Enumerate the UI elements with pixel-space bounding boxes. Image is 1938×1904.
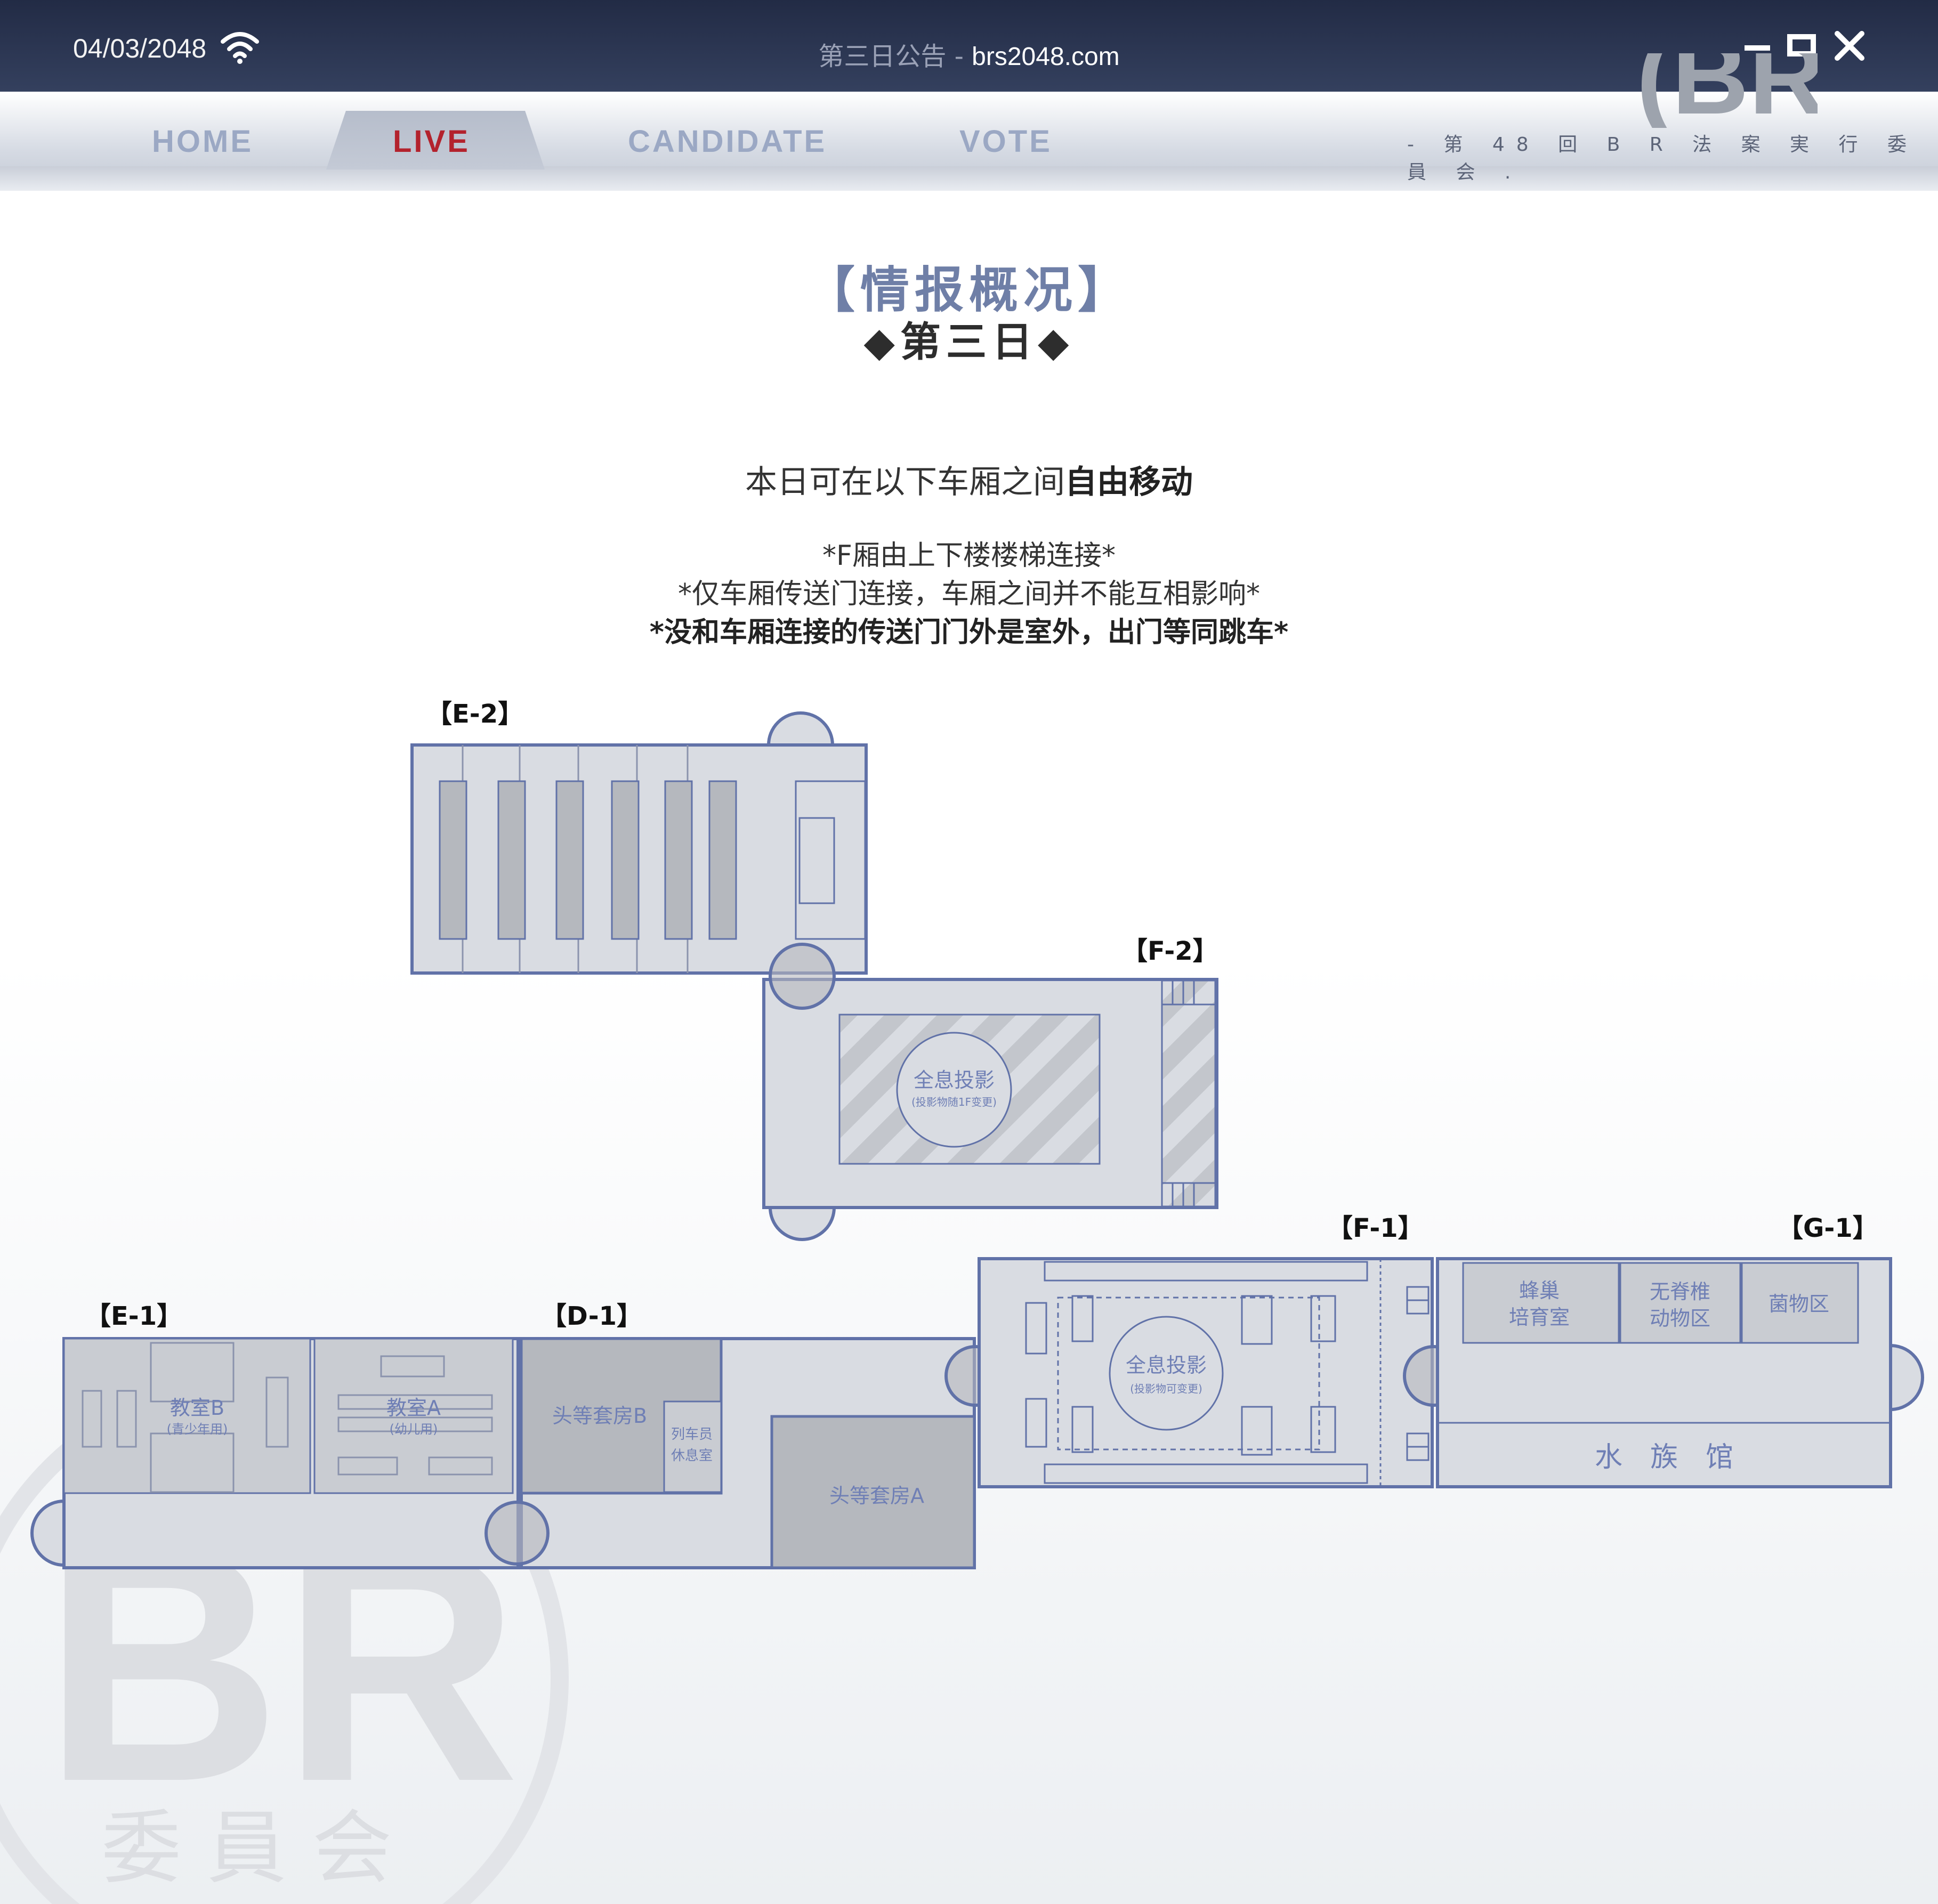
intro-text: 本日可在以下车厢之间自由移动 <box>0 456 1938 503</box>
maximize-icon[interactable] <box>1784 29 1822 67</box>
intro-normal: 本日可在以下车厢之间 <box>745 464 1065 501</box>
car-f1 <box>978 1257 1465 1488</box>
car-f2 <box>762 943 1218 1241</box>
room-classroom-b-note: (青少年用) <box>167 1422 228 1437</box>
room-invert-2: 动物区 <box>1650 1307 1710 1330</box>
tab-vote[interactable]: VOTE <box>959 124 1052 159</box>
br-logo: (BR) <box>1636 53 1818 128</box>
window-titlebar: 04/03/2048 第三日公告 - brs2048.com <box>0 0 1938 92</box>
room-crew-1: 列车员 <box>671 1427 713 1443</box>
car-label-e2: 【E-2】 <box>426 699 524 729</box>
room-classroom-a-note: (幼儿用) <box>390 1422 438 1437</box>
br-logo-text: (BR) <box>1636 53 1818 128</box>
car-g1 <box>1436 1257 1924 1488</box>
room-hive-1: 蜂巢 <box>1519 1279 1560 1302</box>
intro-bold: 自由移动 <box>1065 464 1193 501</box>
seat-row <box>611 780 640 940</box>
seat-row <box>664 780 693 940</box>
room-suite-b: 头等套房B <box>552 1404 647 1428</box>
car-e1 <box>30 1337 520 1569</box>
nav-underline <box>0 166 1938 191</box>
tab-live[interactable]: LIVE <box>393 124 470 159</box>
room-crew-2: 休息室 <box>671 1448 713 1464</box>
car-label-f2: 【F-2】 <box>1122 936 1218 966</box>
portal-e2-f2 <box>769 943 836 1010</box>
car-e2 <box>410 711 868 975</box>
committee-label: - 第 48 回 B R 法 案 実 行 委 員 会 . <box>1407 134 1918 183</box>
seat-row <box>439 780 467 940</box>
portal-e1-d1 <box>484 1501 550 1566</box>
room-suite-a: 头等套房A <box>829 1484 924 1508</box>
car-d1 <box>484 1337 1006 1569</box>
car-label-e1: 【E-1】 <box>85 1301 183 1331</box>
note-portals: *仅车厢传送门连接，车厢之间并不能互相影响* <box>677 578 1260 610</box>
car-label-g1: 【G-1】 <box>1778 1213 1878 1243</box>
room-hologram-f2-note: (投影物随1F变更) <box>911 1096 997 1108</box>
seat-row <box>555 780 584 940</box>
room-invert-1: 无脊椎 <box>1650 1280 1710 1303</box>
room-hologram-f1: 全息投影 <box>1126 1354 1207 1377</box>
room-aquarium: 水 族 馆 <box>1595 1441 1733 1473</box>
tab-home[interactable]: HOME <box>152 124 253 159</box>
seat-row <box>708 780 737 940</box>
window-title-url: brs2048.com <box>972 43 1120 71</box>
hologram-circle-f1 <box>1109 1316 1224 1431</box>
window-title-prefix: 第三日公告 - <box>818 42 972 71</box>
window-title: 第三日公告 - brs2048.com <box>0 35 1938 72</box>
seat-row <box>497 780 526 940</box>
tab-live-background <box>326 111 545 169</box>
room-classroom-b: 教室B <box>170 1396 224 1420</box>
watermark-committee: 委 員 会 <box>101 1802 392 1895</box>
close-icon[interactable] <box>1831 29 1868 67</box>
page-title: 【情报概况】 <box>805 262 1132 319</box>
note-outdoor: *没和车厢连接的传送门门外是室外，出门等同跳车* <box>649 617 1289 649</box>
room-classroom-a: 教室A <box>386 1396 441 1420</box>
page-subtitle: ◆第三日◆ <box>863 318 1075 366</box>
room-hologram-f1-note: (投影物可变更) <box>1130 1382 1202 1395</box>
room-hive-2: 培育室 <box>1509 1306 1570 1329</box>
minimize-icon[interactable] <box>1740 29 1778 67</box>
tab-candidate[interactable]: CANDIDATE <box>628 124 827 159</box>
wifi-icon <box>221 32 259 64</box>
car-label-d1: 【D-1】 <box>541 1301 643 1331</box>
room-hologram-f2: 全息投影 <box>914 1068 995 1092</box>
car-label-f1: 【F-1】 <box>1327 1213 1424 1243</box>
room-fungus: 菌物区 <box>1769 1292 1829 1316</box>
hologram-circle-f2 <box>896 1032 1012 1148</box>
note-stairs: *F厢由上下楼楼梯连接* <box>822 540 1116 572</box>
date-label: 04/03/2048 <box>73 34 207 63</box>
